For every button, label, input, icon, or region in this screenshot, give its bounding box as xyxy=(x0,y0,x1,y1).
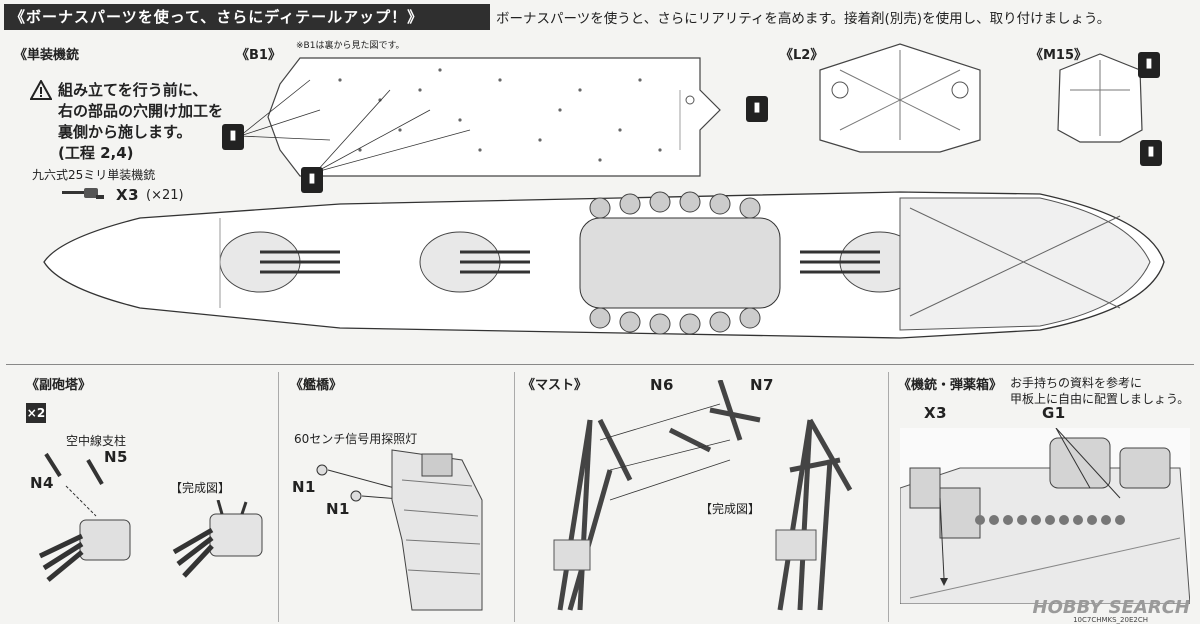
section-divider xyxy=(278,372,279,622)
watermark: HOBBY SEARCH xyxy=(1032,597,1190,618)
warning-line: 右の部品の穴開け加工を xyxy=(58,102,224,120)
secondary-turret-complete xyxy=(172,500,263,578)
gun-name: 九六式25ミリ単装機銃 xyxy=(32,168,156,182)
drill-icon: ▮ xyxy=(1138,52,1160,78)
m15-label: 《M15》 xyxy=(1030,48,1088,63)
part-n4: N4 xyxy=(30,474,54,492)
battleship-top-view xyxy=(43,191,1165,339)
gun-part-label: X3 xyxy=(116,186,140,204)
mg-note-line: 甲板上に自由に配置しましょう。 xyxy=(1010,392,1190,406)
warning-icon xyxy=(30,80,52,100)
gun-icon xyxy=(62,188,104,199)
drill-icon: ▮ xyxy=(1140,140,1162,166)
m15-part xyxy=(1057,53,1143,143)
header: 《ボーナスパーツを使って、さらにディテールアップ！》 ボーナスパーツを使うと、さ… xyxy=(0,0,1200,34)
mast-complete xyxy=(775,418,853,611)
bridge-assembly xyxy=(316,449,483,611)
warning-line: 組み立てを行う前に、 xyxy=(58,81,208,99)
secondary-complete-label: 【完成図】 xyxy=(170,481,231,495)
single-mg-label: 《単装機銃 xyxy=(14,48,80,63)
warning-line: 裏側から施します。 xyxy=(58,123,192,141)
header-description: ボーナスパーツを使うと、さらにリアリティを高めます。接着剤(別売)を使用し、取り… xyxy=(496,11,1111,27)
part-x3: X3 xyxy=(924,404,948,422)
warning-line: (工程 2,4) xyxy=(58,144,134,162)
drill-icon: ▮ xyxy=(746,96,768,122)
b1-note: ※B1は裏から見た図です。 xyxy=(296,41,405,51)
secondary-turret-assembly xyxy=(38,452,131,582)
gun-qty: (×21) xyxy=(146,188,184,203)
part-g1: G1 xyxy=(1042,404,1066,422)
bridge-label: 《艦橋》 xyxy=(290,378,343,393)
searchlight-label: 60センチ信号用探照灯 xyxy=(294,432,418,446)
mast-assembly xyxy=(553,380,761,611)
mast-label: 《マスト》 xyxy=(522,378,588,393)
header-title: 《ボーナスパーツを使って、さらにディテールアップ！》 xyxy=(4,4,490,30)
drill-icon: ▮ xyxy=(222,124,244,150)
section-divider xyxy=(888,372,889,622)
mg-placement-view xyxy=(900,428,1190,604)
l2-part xyxy=(819,43,981,153)
mg-note-line: お手持ちの資料を参考に xyxy=(1010,376,1143,390)
l2-label: 《L2》 xyxy=(780,48,824,63)
part-n5: N5 xyxy=(104,448,128,466)
part-n1-a: N1 xyxy=(292,478,316,496)
warning-text: 組み立てを行う前に、 右の部品の穴開け加工を 裏側から施します。 (工程 2,4… xyxy=(58,80,223,164)
code-label: 10C7CHMKS_20E2CH xyxy=(1073,616,1148,624)
part-n7: N7 xyxy=(750,376,774,394)
b1-deck-part xyxy=(267,57,721,177)
b1-callout-lines xyxy=(239,79,471,173)
antenna-label: 空中線支柱 xyxy=(66,434,127,448)
section-divider xyxy=(6,364,1194,365)
secondary-turret-label: 《副砲塔》 xyxy=(26,378,92,393)
b1-label: 《B1》 xyxy=(236,48,281,63)
drill-icon: ▮ xyxy=(301,167,323,193)
part-n6: N6 xyxy=(650,376,674,394)
mast-complete-label: 【完成図】 xyxy=(700,502,761,516)
part-n1-b: N1 xyxy=(326,500,350,518)
multiplier-badge: ×2 xyxy=(26,403,46,423)
section-divider xyxy=(514,372,515,622)
mg-ammo-label: 《機銃・弾薬箱》 xyxy=(898,378,1003,393)
